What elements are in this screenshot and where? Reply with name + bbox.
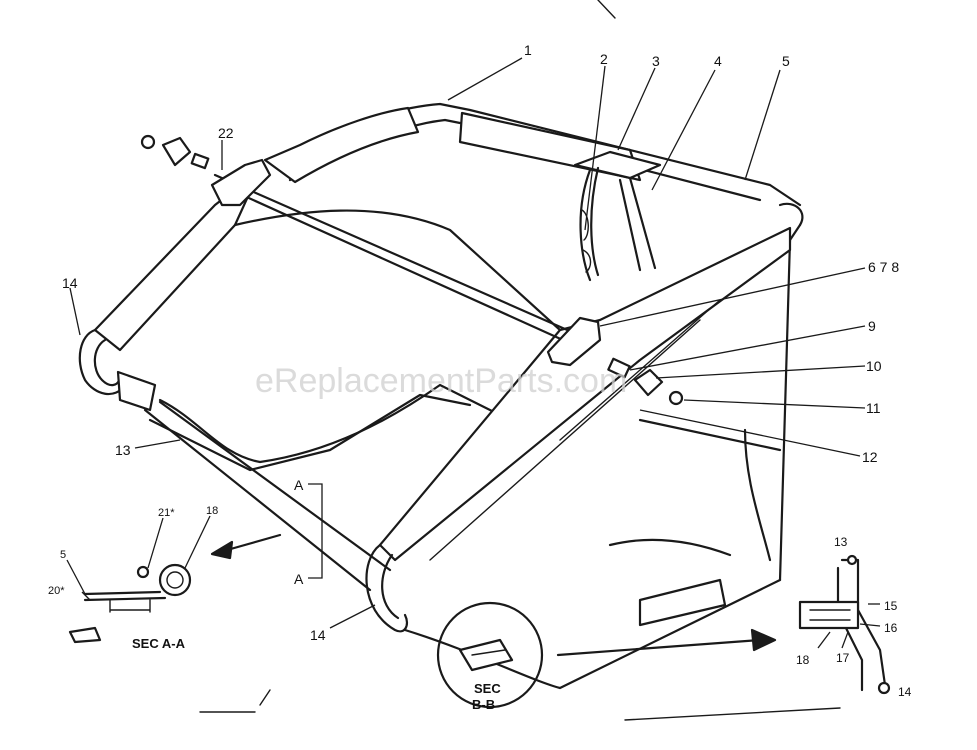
callout-9: 9 (868, 318, 876, 334)
clip-icon (161, 136, 192, 167)
section-a-detail (66, 515, 211, 644)
callout-5: 5 (782, 53, 790, 69)
catcher-frame (78, 102, 804, 690)
detail-callout-17: 17 (836, 651, 850, 665)
watermark: eReplacementParts.com (255, 362, 627, 400)
callout-22: 22 (218, 125, 234, 141)
section-a-marker-bottom: A (294, 571, 304, 587)
callout-3: 3 (652, 53, 660, 69)
knob-icon (877, 681, 891, 695)
top-left-hardware (140, 134, 210, 170)
fastener-icon (68, 626, 102, 644)
support-rod (210, 158, 602, 367)
spacer-icon (190, 152, 210, 170)
callout-labels: 1 2 3 4 5 6 7 8 9 10 11 12 13 14 14 22 A… (48, 42, 912, 712)
section-a-callout-5: 5 (60, 549, 66, 561)
detail-callout-15: 15 (884, 599, 898, 613)
leader-lines (69, 0, 866, 721)
section-a-callout-18: 18 (206, 505, 218, 517)
tube-roll (158, 563, 192, 597)
callout-14-left: 14 (62, 275, 78, 291)
section-a-marker-top: A (294, 477, 304, 493)
clip-icon (633, 368, 664, 397)
detail-callout-18: 18 (796, 653, 810, 667)
section-b-circle (436, 601, 544, 709)
section-b-pad (458, 638, 514, 672)
left-rod-bracket (210, 158, 272, 207)
top-left-sleeve (263, 106, 420, 184)
section-b-label-line1: SEC (474, 681, 501, 696)
callout-6-7-8: 6 7 8 (868, 259, 899, 275)
right-detail (798, 554, 891, 695)
nut-icon (668, 390, 684, 406)
detail-callout-14: 14 (898, 685, 912, 699)
callout-2: 2 (600, 51, 608, 67)
knob-icon (846, 554, 858, 566)
detail-callout-13: 13 (834, 535, 848, 549)
callout-13: 13 (115, 442, 131, 458)
screw-icon (136, 565, 150, 579)
callout-12: 12 (862, 449, 878, 465)
right-rod-bracket (546, 316, 602, 367)
nut-icon (140, 134, 156, 150)
hanger-strap (573, 150, 662, 282)
callout-11: 11 (866, 400, 881, 416)
section-a-callout-21: 21* (158, 507, 175, 519)
left-front-pad (116, 370, 157, 412)
section-b-detail (436, 601, 544, 709)
callout-4: 4 (714, 53, 722, 69)
callout-1: 1 (524, 42, 532, 58)
section-b-label-line2: B-B (472, 697, 495, 712)
callout-14-front: 14 (310, 627, 326, 643)
detail-callout-16: 16 (884, 621, 898, 635)
right-hardware (607, 357, 684, 406)
section-a-label: SEC A-A (132, 636, 186, 651)
latch-block (798, 600, 860, 630)
hanger-bracket (573, 150, 662, 180)
callout-10: 10 (866, 358, 882, 374)
spacer-icon (607, 357, 631, 379)
section-a-callout-20: 20* (48, 585, 65, 597)
